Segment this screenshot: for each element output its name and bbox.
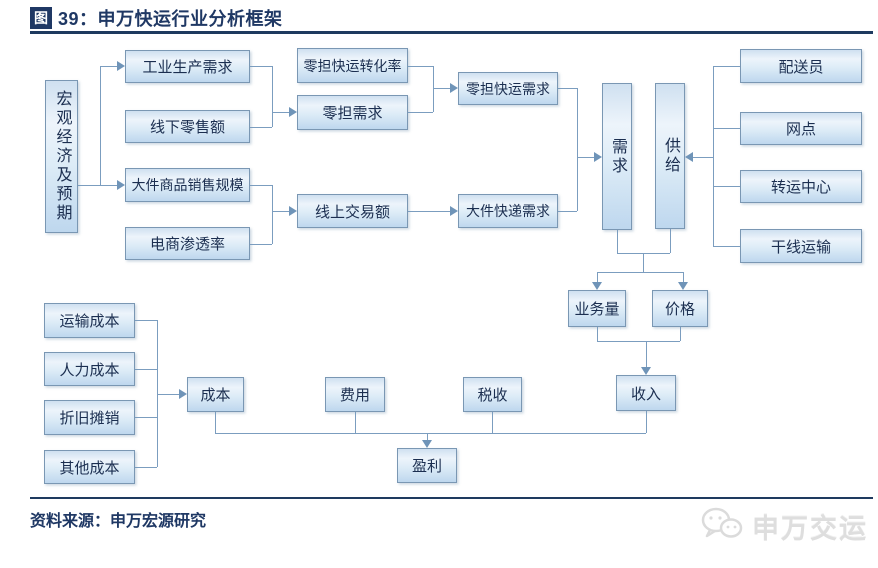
connector-line: [250, 244, 272, 245]
arrowhead-down-icon: [592, 282, 602, 290]
connector-line: [427, 433, 428, 440]
watermark-logo: 申万交运: [700, 506, 868, 547]
node-bulky-express-demand: 大件快递需求: [458, 194, 558, 228]
connector-line: [272, 211, 289, 212]
connector-line: [597, 272, 683, 273]
arrowhead-right-icon: [450, 206, 458, 216]
arrowhead-right-icon: [117, 61, 125, 71]
connector-line: [215, 412, 216, 433]
node-revenue: 收入: [616, 375, 676, 411]
connector-line: [577, 88, 578, 211]
connector-line: [577, 157, 594, 158]
arrowhead-down-icon: [422, 440, 432, 448]
connector-line: [558, 211, 577, 212]
source-label: 资料来源：申万宏源研究: [30, 513, 207, 530]
arrowhead-right-icon: [594, 152, 602, 162]
node-profit: 盈利: [397, 448, 457, 483]
connector-line: [408, 66, 433, 67]
connector-line: [643, 253, 644, 272]
node-ltl-demand: 零担需求: [297, 95, 408, 130]
figure-badge: 图: [30, 7, 52, 29]
node-ltl-express-demand: 零担快运需求: [458, 72, 558, 105]
connector-line: [100, 66, 101, 185]
node-depreciation: 折旧摊销: [44, 400, 135, 435]
wechat-icon: [700, 506, 744, 547]
connector-line: [272, 112, 289, 113]
node-outlets: 网点: [740, 112, 862, 145]
node-transport-cost: 运输成本: [44, 303, 135, 338]
node-price: 价格: [652, 290, 708, 327]
node-cost: 成本: [187, 377, 244, 412]
node-macro-economy: 宏观经济及预期: [45, 80, 78, 233]
node-labor-cost: 人力成本: [44, 352, 135, 386]
node-transfer-center: 转运中心: [740, 170, 862, 203]
arrowhead-left-icon: [685, 152, 693, 162]
connector-line: [433, 88, 450, 89]
node-other-cost: 其他成本: [44, 450, 135, 484]
node-online-transactions: 线上交易额: [297, 194, 408, 228]
node-demand: 需求: [602, 83, 632, 230]
figure-header: 图 39：申万快运行业分析框架: [30, 5, 283, 31]
watermark-text: 申万交运: [752, 514, 868, 544]
connector-line: [617, 230, 618, 253]
connector-line: [713, 66, 740, 67]
connector-line: [492, 412, 493, 433]
connector-line: [713, 186, 740, 187]
connector-line: [408, 112, 433, 113]
connector-line: [135, 369, 157, 370]
arrowhead-down-icon: [641, 367, 651, 375]
connector-line: [713, 66, 714, 246]
connector-line: [100, 185, 117, 186]
connector-line: [693, 157, 713, 158]
arrowhead-right-icon: [179, 389, 187, 399]
connector-line: [100, 66, 117, 67]
arrowhead-down-icon: [678, 282, 688, 290]
connector-line: [250, 66, 272, 67]
node-ecommerce-penetration: 电商渗透率: [125, 227, 250, 260]
connector-line: [670, 229, 671, 253]
connector-line: [646, 411, 647, 433]
connector-line: [215, 433, 646, 434]
node-supply: 供给: [655, 83, 685, 229]
node-expense: 费用: [325, 377, 385, 412]
connector-line: [713, 246, 740, 247]
connector-line: [272, 185, 273, 244]
connector-line: [157, 394, 179, 395]
connector-line: [597, 341, 680, 342]
node-volume: 业务量: [568, 290, 626, 327]
node-offline-retail: 线下零售额: [125, 110, 250, 143]
arrowhead-right-icon: [289, 206, 297, 216]
connector-line: [250, 127, 272, 128]
connector-line: [646, 341, 647, 367]
node-tax: 税收: [463, 377, 522, 412]
node-industrial-demand: 工业生产需求: [125, 50, 250, 83]
connector-line: [558, 88, 577, 89]
header-divider: [30, 31, 873, 34]
connector-line: [408, 211, 450, 212]
connector-line: [135, 417, 157, 418]
footer-divider: [30, 497, 873, 499]
node-trunk-transport: 干线运输: [740, 229, 862, 263]
connector-line: [597, 272, 598, 282]
connector-line: [135, 320, 157, 321]
arrowhead-right-icon: [450, 83, 458, 93]
connector-line: [433, 66, 434, 112]
connector-line: [78, 185, 100, 186]
arrowhead-right-icon: [117, 180, 125, 190]
node-ltl-conversion: 零担快运转化率: [297, 48, 408, 83]
connector-line: [135, 467, 157, 468]
node-bulky-goods-sales: 大件商品销售规模: [125, 168, 250, 202]
connector-line: [272, 66, 273, 127]
connector-line: [355, 412, 356, 433]
node-courier: 配送员: [740, 49, 862, 83]
connector-line: [680, 327, 681, 341]
arrowhead-right-icon: [289, 107, 297, 117]
figure-title: 39：申万快运行业分析框架: [58, 9, 283, 29]
connector-line: [683, 272, 684, 282]
connector-line: [250, 185, 272, 186]
connector-line: [713, 128, 740, 129]
connector-line: [597, 327, 598, 341]
connector-line: [157, 320, 158, 467]
